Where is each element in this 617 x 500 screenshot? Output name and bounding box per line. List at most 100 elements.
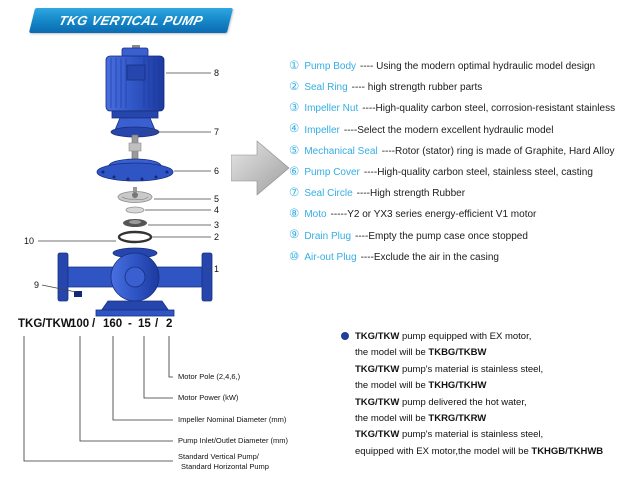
part-description: ----High-quality carbon steel, stainless…: [363, 167, 593, 179]
outlet-flange: [201, 252, 213, 302]
note-text: the model will be: [355, 380, 429, 392]
pump-exploded-diagram: 8 7 6 5 4 3 2 1 10 9: [24, 45, 219, 317]
part-list-item: ⑧ Moto -----Y2 or YX3 series energy-effi…: [289, 204, 615, 225]
model-token-dash: -: [128, 318, 132, 330]
model-token-slash2: /: [155, 318, 159, 330]
impeller-nut: [125, 206, 145, 214]
model-token-inlet: 100: [70, 318, 90, 330]
note-bold-text: TKHG/TKHW: [428, 380, 487, 392]
model-label-impeller-diameter: Impeller Nominal Diameter (mm): [178, 415, 287, 424]
note-bold-text: TKG/TKW: [355, 331, 400, 342]
note-line: the model will be TKHG/TKHW: [355, 378, 610, 394]
pump-impeller: [117, 187, 153, 203]
note-bold-text: TKG/TKW: [355, 429, 400, 441]
pump-motor: [105, 45, 165, 138]
part-list-item: ⑨ Drain Plug ----Empty the pump case onc…: [289, 226, 615, 247]
part-number-badge: ⑧: [289, 208, 300, 221]
note-bold-text: TKHGB/TKHWB: [531, 445, 604, 457]
model-label-standard-line2: Standard Horizontal Pump: [181, 462, 269, 471]
note-line: TKG/TKW pump's material is stainless ste…: [355, 427, 610, 443]
part-description: ----Select the modern excellent hydrauli…: [343, 124, 554, 136]
part-list-item: ③ Impeller Nut ----High-quality carbon s…: [289, 98, 617, 119]
part-list-item: ④ Impeller ----Select the modern excelle…: [289, 120, 615, 141]
callout-number-3: 3: [214, 220, 219, 230]
pump-body: [57, 247, 213, 317]
part-list-item: ⑤ Mechanical Seal ----Rotor (stator) rin…: [289, 141, 615, 162]
part-description: -----Y2 or YX3 series energy-efficient V…: [330, 209, 537, 221]
note-bold-text: TKG/TKW: [355, 396, 400, 408]
arrow-icon: [231, 140, 290, 196]
part-number-badge: ⑤: [289, 144, 300, 157]
part-list-item: ① Pump Body ---- Using the modern optima…: [289, 56, 615, 77]
callout-number-1: 1: [214, 264, 219, 274]
note-bold-text: TKBG/TKBW: [428, 347, 487, 359]
part-number-badge: ④: [289, 123, 300, 136]
part-description: ----High strength Rubber: [356, 188, 466, 200]
callout-number-6: 6: [214, 166, 219, 176]
callout-number-7: 7: [214, 127, 219, 137]
part-description: ----Empty the pump case once stopped: [355, 230, 528, 242]
pump-base: [95, 309, 175, 317]
note-bold-text: TKG/TKW: [355, 363, 400, 375]
note-text: the model will be: [355, 413, 429, 425]
part-list-item: ⑩ Air-out Plug ----Exclude the air in th…: [289, 247, 615, 268]
part-list-item: ⑥ Pump Cover ----High-quality carbon ste…: [289, 162, 615, 183]
note-line: equipped with EX motor,the model will be…: [355, 444, 610, 460]
note-line: TKG/TKW pump equipped with EX motor,: [355, 329, 610, 345]
part-description: ----Exclude the air in the casing: [360, 251, 499, 263]
model-variant-notes: TKG/TKW pump equipped with EX motor, the…: [355, 329, 610, 460]
callout-number-5: 5: [214, 194, 219, 204]
callout-number-4: 4: [214, 205, 219, 215]
model-token-slash1: /: [92, 318, 96, 330]
part-name: Pump Cover: [304, 167, 360, 179]
part-name: Mechanical Seal: [304, 145, 378, 157]
part-description: ----Rotor (stator) ring is made of Graph…: [381, 145, 615, 157]
model-label-inlet-outlet: Pump Inlet/Outlet Diameter (mm): [178, 436, 289, 445]
part-name: Air-out Plug: [304, 251, 357, 263]
note-text: pump delivered the hot water,: [399, 396, 527, 408]
part-name: Impeller Nut: [304, 103, 359, 115]
part-number-badge: ⑨: [289, 229, 300, 242]
page-title-banner: TKG VERTICAL PUMP: [28, 8, 234, 33]
motor-fins: [110, 58, 160, 108]
motor-terminal-box: [126, 64, 146, 81]
part-number-badge: ⑩: [289, 250, 300, 263]
note-text: pump's material is stainless steel,: [399, 429, 544, 441]
parts-list: ① Pump Body ---- Using the modern optima…: [289, 56, 617, 268]
note-text: the model will be: [355, 347, 429, 359]
part-name: Moto: [304, 209, 327, 221]
model-token-pole: 2: [166, 318, 173, 330]
part-name: Seal Circle: [304, 188, 353, 200]
page-title: TKG VERTICAL PUMP: [57, 13, 205, 28]
callout-leader-lines: [38, 72, 211, 293]
part-name: Drain Plug: [304, 230, 352, 242]
inlet-flange: [57, 252, 69, 302]
part-description: ---- high strength rubber parts: [351, 82, 483, 94]
callout-number-9: 9: [34, 280, 39, 290]
part-number-badge: ②: [289, 81, 300, 94]
mechanical-seal: [123, 219, 147, 227]
note-line: the model will be TKRG/TKRW: [355, 411, 610, 427]
bullet-icon: [341, 332, 349, 340]
part-name: Pump Body: [304, 61, 357, 73]
part-list-item: ⑦ Seal Circle ----High strength Rubber: [289, 183, 615, 204]
part-description: ----High-quality carbon steel, corrosion…: [362, 103, 617, 115]
note-line: TKG/TKW pump's material is stainless ste…: [355, 362, 610, 378]
part-number-badge: ③: [289, 102, 300, 115]
note-text: equipped with EX motor,the model will be: [355, 445, 532, 457]
callout-number-8: 8: [214, 68, 219, 78]
callout-number-10: 10: [24, 236, 34, 246]
note-text: pump equipped with EX motor,: [399, 331, 532, 342]
drain-plug: [74, 291, 82, 297]
note-line: TKG/TKW pump delivered the hot water,: [355, 395, 610, 411]
model-label-motor-pole: Motor Pole (2,4,6,): [178, 372, 241, 381]
part-number-badge: ①: [289, 59, 300, 72]
model-token-series: TKG/TKW: [18, 318, 72, 330]
callout-number-2: 2: [214, 232, 219, 242]
model-token-impeller: 160: [103, 318, 123, 330]
note-line: the model will be TKBG/TKBW: [355, 345, 610, 361]
part-name: Seal Ring: [304, 82, 348, 94]
pump-shaft: [128, 134, 142, 162]
part-list-item: ② Seal Ring ---- high strength rubber pa…: [289, 77, 615, 98]
